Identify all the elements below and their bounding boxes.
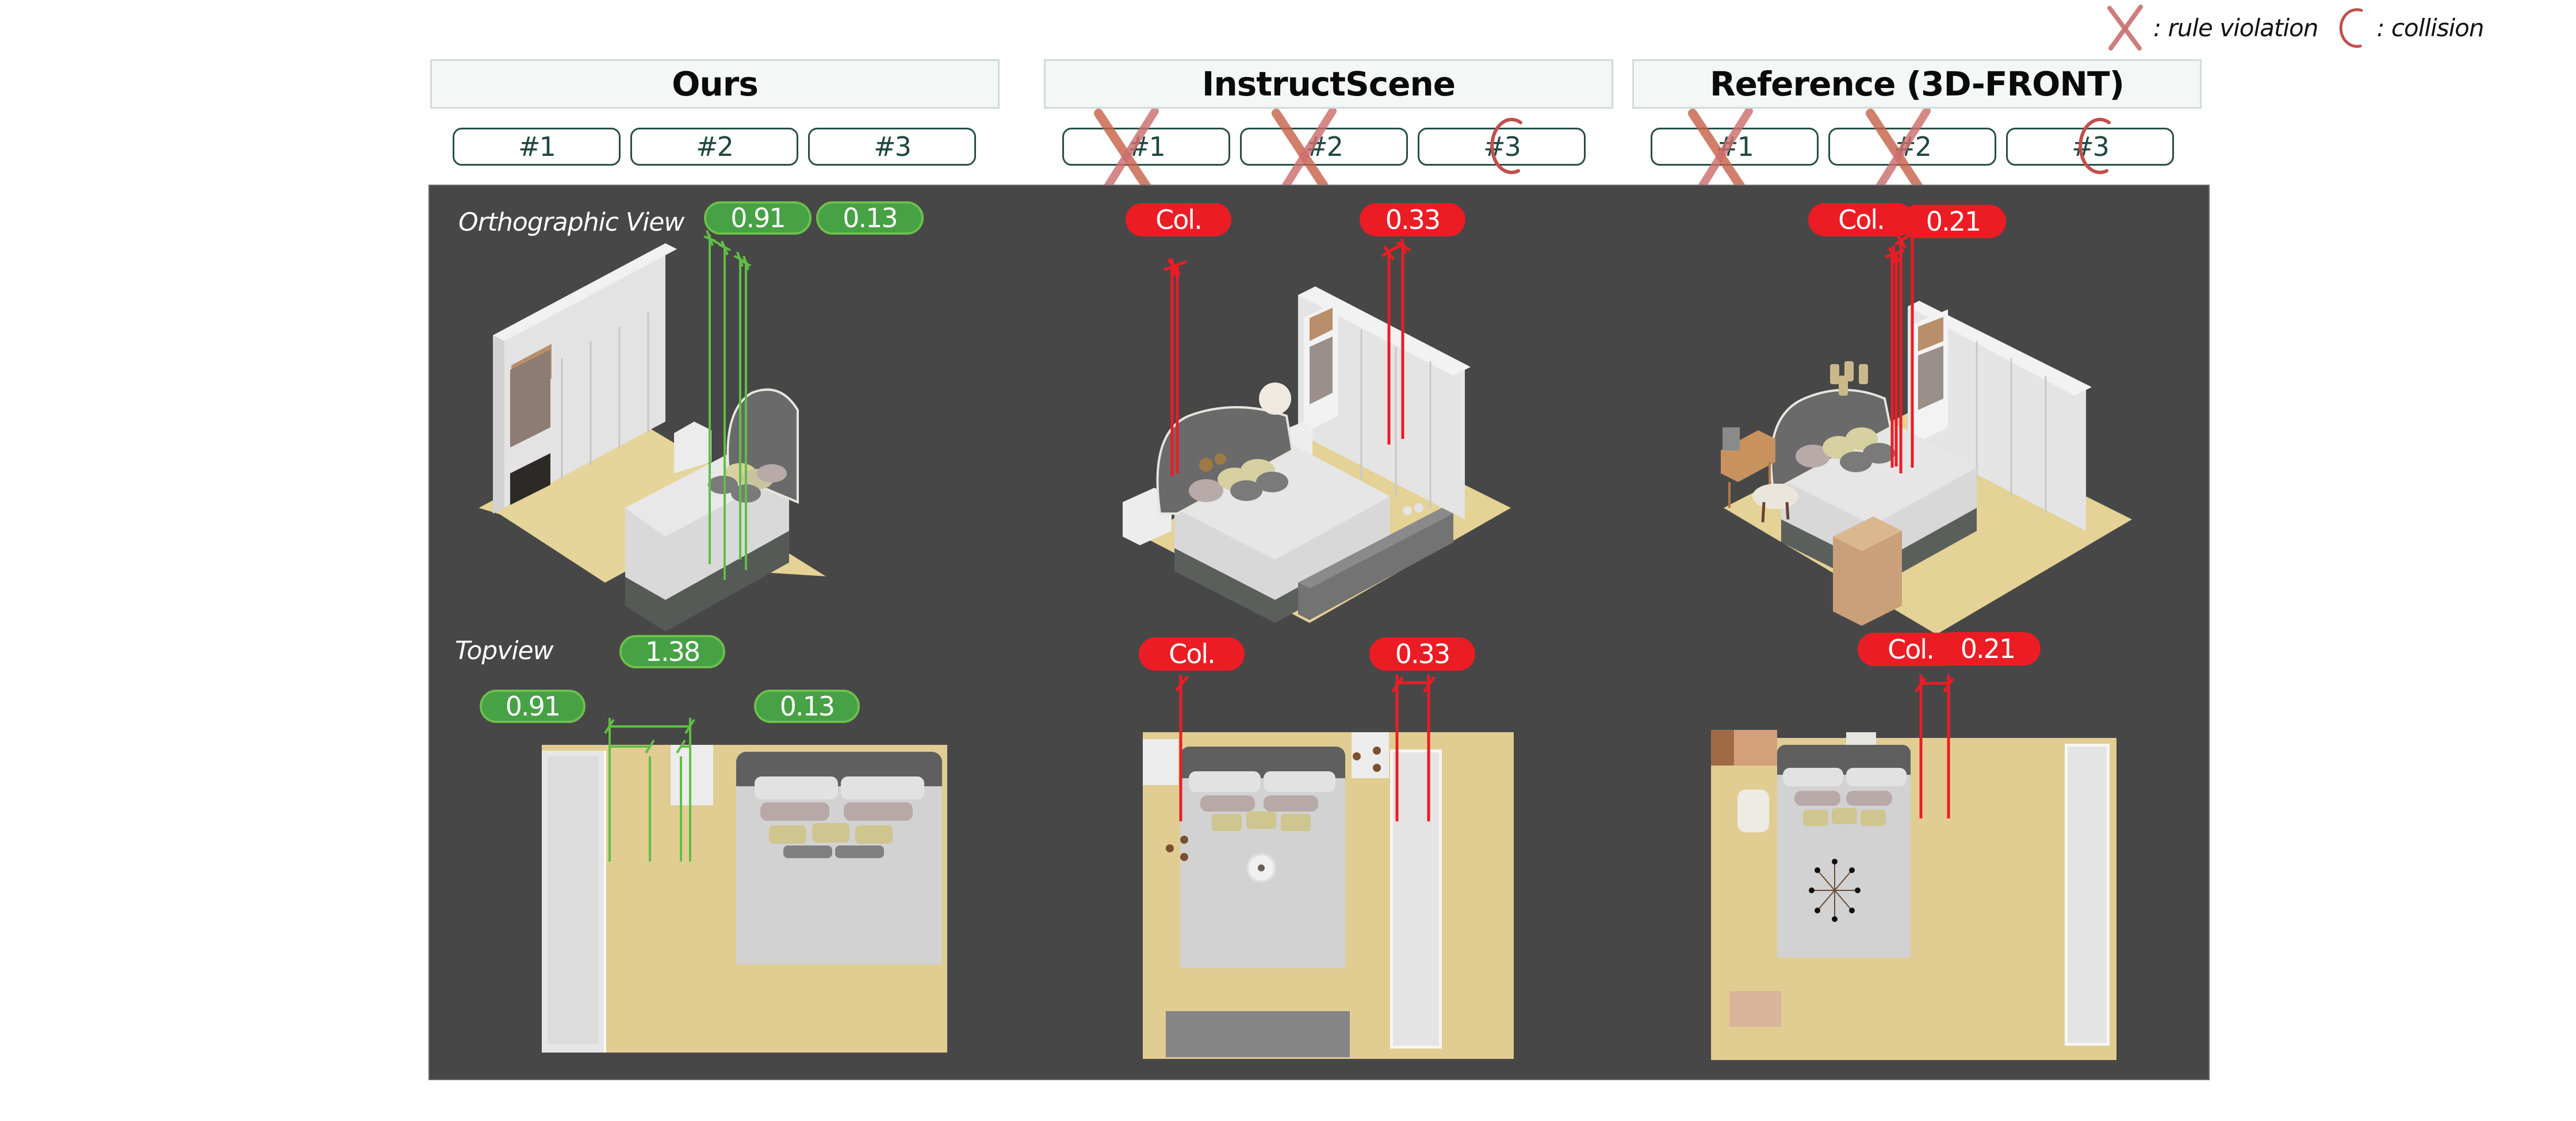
prompt-button-2[interactable]: #2: [1828, 109, 1996, 195]
distance-badge: 0.91: [704, 201, 812, 235]
prompt-row-instructscene: #1 #2 #3: [1062, 109, 1586, 195]
prompt-button-3[interactable]: #3: [808, 128, 976, 166]
column-title: Reference (3D-FRONT): [1709, 64, 2125, 104]
distance-badge: 0.33: [1360, 203, 1465, 236]
topview-label: Topview: [455, 636, 554, 665]
orthographic-view-label: Orthographic View: [458, 208, 684, 237]
prompt-button-3[interactable]: #3: [2006, 117, 2174, 174]
legend-rule-violation-label: : rule violation: [2153, 13, 2318, 42]
chandelier-topview-icon: [1809, 859, 1861, 922]
ours-orthographic-scene: [479, 243, 826, 632]
prompt-button-1[interactable]: #1: [453, 128, 621, 166]
collision-badge: Col.: [1139, 637, 1245, 671]
collision-badge: Col.: [1126, 203, 1231, 236]
open-circle-icon: [2339, 8, 2363, 48]
column-header-reference: Reference (3D-FRONT): [1632, 59, 2202, 109]
column-header-ours: Ours: [430, 59, 1000, 109]
reference-orthographic-scene: [1721, 301, 2132, 634]
column-header-instructscene: InstructScene: [1044, 59, 1613, 109]
distance-badge: 0.21: [1900, 205, 2006, 238]
prompt-button-2[interactable]: #2: [630, 128, 798, 166]
prompt-button-3[interactable]: #3: [1418, 117, 1586, 174]
prompt-button-2[interactable]: #2: [1240, 109, 1408, 195]
instructscene-orthographic-scene: [1123, 286, 1511, 623]
ours-topview-scene: [542, 745, 947, 1053]
distance-badge: 0.33: [1369, 637, 1475, 671]
distance-badge: 0.21: [1935, 632, 2041, 665]
instructscene-topview-scene: [1143, 732, 1514, 1059]
prompt-row-ours: #1 #2 #3: [453, 128, 976, 166]
legend: : rule violation : collision: [2105, 5, 2485, 51]
prompt-button-1[interactable]: #1: [1651, 109, 1819, 195]
distance-badge: 0.91: [480, 690, 585, 723]
distance-badge: 0.13: [754, 690, 860, 723]
results-panel: Orthographic View 0.91 0.13: [428, 185, 2210, 1080]
collision-badge: Col.: [1808, 203, 1914, 236]
prompt-button-1[interactable]: #1: [1062, 109, 1230, 195]
x-mark-icon: [2107, 5, 2143, 51]
distance-badge: 0.13: [816, 201, 924, 235]
legend-collision-label: : collision: [2376, 13, 2484, 42]
column-title: Ours: [672, 64, 759, 104]
distance-badge: 1.38: [619, 635, 725, 668]
prompt-row-reference: #1 #2 #3: [1651, 109, 2174, 195]
column-title: InstructScene: [1201, 64, 1456, 104]
reference-topview-scene: [1711, 730, 2116, 1060]
